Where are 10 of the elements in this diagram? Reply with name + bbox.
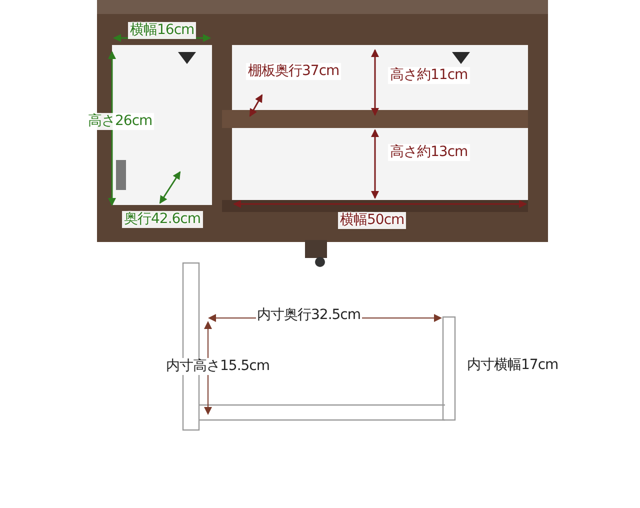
dimension-label: 奥行42.6cm xyxy=(122,211,203,228)
dimension-label: 高さ約13cm xyxy=(388,144,470,161)
dimension-label: 高さ約11cm xyxy=(388,67,470,84)
dimension-label: 高さ26cm xyxy=(86,113,154,130)
dimension-label: 横幅50cm xyxy=(338,212,406,229)
dimension-label: 内寸高さ15.5cm xyxy=(165,358,271,375)
dimension-label: 棚板奥行37cm xyxy=(246,63,342,80)
dimension-label: 内寸横幅17cm xyxy=(466,357,560,374)
dimension-label: 内寸奥行32.5cm xyxy=(256,307,362,324)
dimension-label: 横幅16cm xyxy=(128,22,196,39)
